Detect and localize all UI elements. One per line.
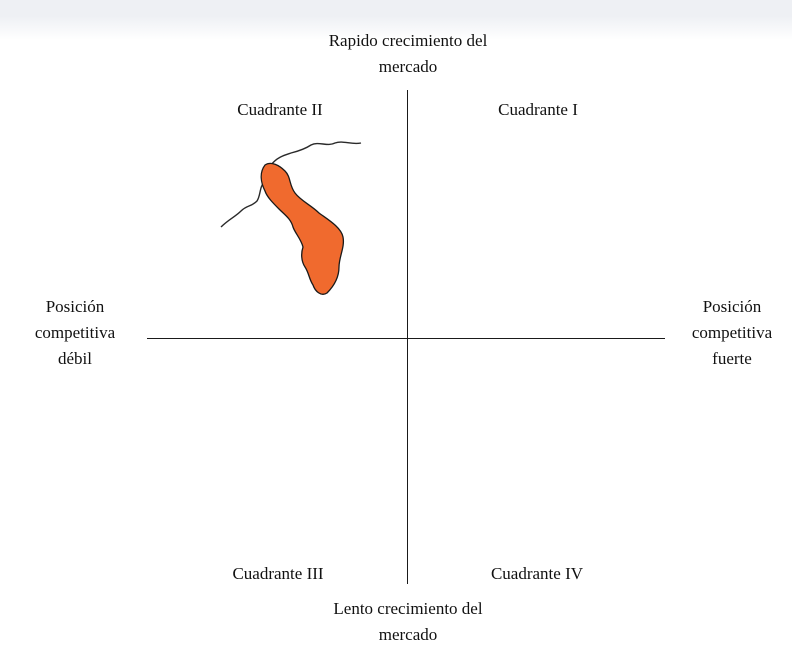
axis-label-left-line-1: Posición [45,297,105,316]
axis-label-right: Posición competitiva fuerte [672,294,792,372]
quadrant-label-iv: Cuadrante IV [490,564,584,583]
axis-label-left-line-3: débil [58,349,92,368]
quadrant-label-iii: Cuadrante III [232,564,324,583]
quadrant-label-ii: Cuadrante II [237,100,323,119]
axis-label-left: Posición competitiva débil [10,294,140,372]
axis-label-right-line-3: fuerte [712,349,752,368]
axis-label-top: Rapido crecimiento del mercado [258,28,558,80]
axis-label-bottom-line-1: Lento crecimiento del [333,599,483,618]
axis-label-right-line-2: competitiva [691,323,773,342]
map-region-icon [220,141,362,295]
axis-label-top-line-1: Rapido crecimiento del [328,31,488,50]
vertical-axis [407,90,409,584]
horizontal-axis [147,338,665,340]
axis-label-right-line-1: Posición [702,297,762,316]
axis-label-left-line-2: competitiva [34,323,116,342]
quadrant-label-i: Cuadrante I [498,100,578,119]
region-shape [260,162,345,295]
axis-label-bottom: Lento crecimiento del mercado [258,596,558,648]
axis-label-top-line-2: mercado [378,57,438,76]
axis-label-bottom-line-2: mercado [378,625,438,644]
